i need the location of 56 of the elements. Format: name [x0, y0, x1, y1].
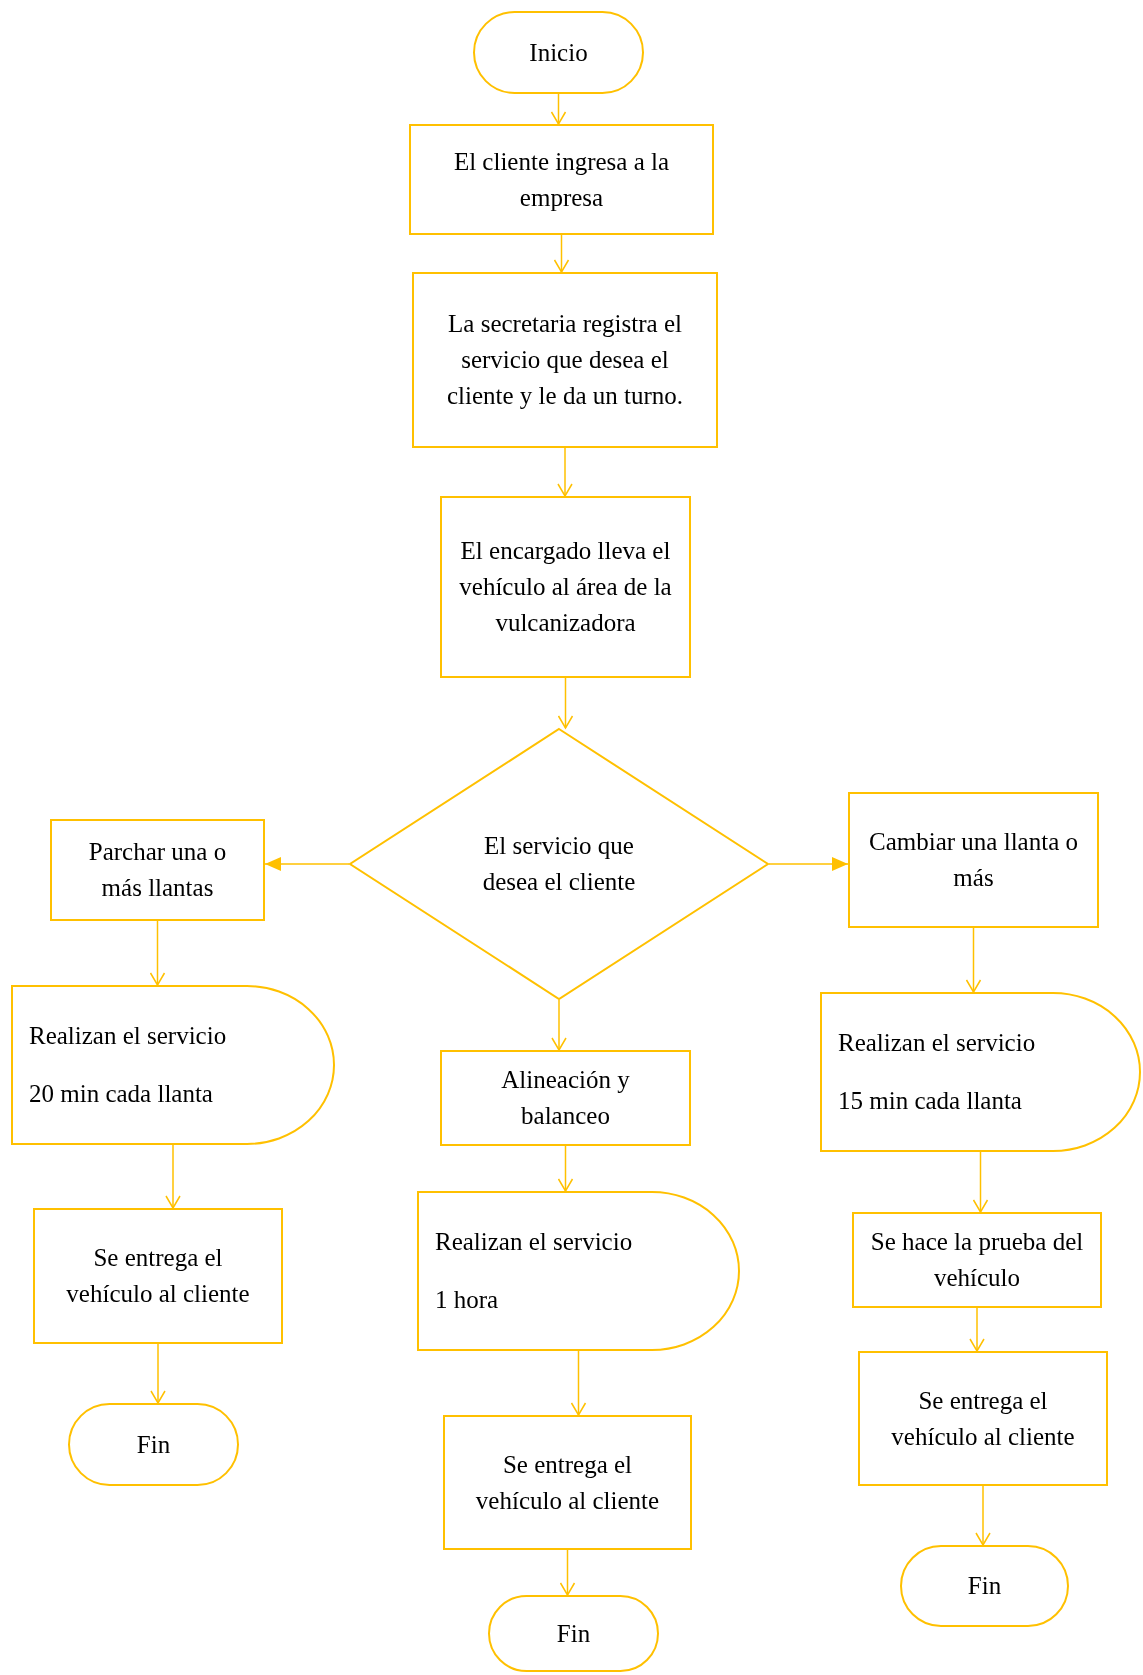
terminal-shape [68, 1403, 239, 1486]
node-label: 1 hora [435, 1285, 499, 1315]
arrow [149, 920, 166, 986]
node-label: El cliente ingresa a la empresa [452, 146, 671, 213]
delay-shape [11, 985, 335, 1145]
node-label: Realizan el servicio [435, 1227, 633, 1257]
node-label: Cambiar una llanta o más [868, 827, 1079, 893]
terminal-shape [473, 11, 644, 94]
process-box [412, 272, 718, 448]
node-label: El servicio que desea el cliente [481, 831, 637, 897]
decision-diamond [349, 728, 769, 1000]
process-box [852, 1212, 1102, 1308]
arrow [969, 1307, 985, 1352]
node-label: Se entrega el vehículo al cliente [474, 1449, 661, 1516]
arrow [557, 1145, 574, 1192]
process-box [440, 1050, 691, 1146]
process-box [440, 496, 691, 678]
arrow [768, 857, 849, 871]
node-label: El encargado lleva el vehículo al área de la vulcanizadora [458, 536, 673, 638]
process-box [50, 819, 265, 921]
node-label: Alineación y balanceo [500, 1065, 631, 1131]
node-label: Se entrega el vehículo al cliente [65, 1243, 251, 1309]
arrow [553, 234, 570, 273]
node-label: Fin [556, 1618, 591, 1649]
node-label: 15 min cada llanta [838, 1086, 1022, 1116]
node-label: Realizan el servicio [838, 1028, 1036, 1058]
terminal-shape [488, 1595, 659, 1672]
node-label: Parchar una o más llantas [87, 837, 228, 903]
arrow [570, 1350, 587, 1416]
arrow [975, 1485, 991, 1546]
arrow [557, 677, 574, 729]
node-label: 20 min cada llanta [29, 1079, 213, 1109]
arrow [551, 999, 567, 1051]
arrow [150, 1343, 166, 1404]
node-label: La secretaria registra el servicio que desea el cliente y le da un turno. [445, 309, 684, 411]
process-box [858, 1351, 1108, 1486]
arrow [972, 1151, 989, 1213]
delay-shape [820, 992, 1141, 1152]
node-label: Realizan el servicio [29, 1021, 227, 1051]
arrow [165, 1144, 181, 1209]
node-label: Se entrega el vehículo al cliente [890, 1385, 1076, 1452]
node-label: Se hace la prueba del vehículo [870, 1227, 1084, 1293]
terminal-shape [900, 1545, 1069, 1627]
process-box [848, 792, 1099, 928]
arrow [557, 447, 573, 497]
delay-shape [417, 1191, 740, 1351]
arrow [559, 1549, 576, 1596]
node-label: Inicio [529, 37, 588, 68]
process-box [409, 124, 714, 235]
process-box [443, 1415, 692, 1550]
arrow [965, 927, 982, 993]
arrow [550, 93, 567, 125]
node-label: Fin [136, 1429, 171, 1460]
node-label: Fin [967, 1571, 1002, 1601]
arrow [264, 857, 350, 871]
process-box [33, 1208, 283, 1344]
